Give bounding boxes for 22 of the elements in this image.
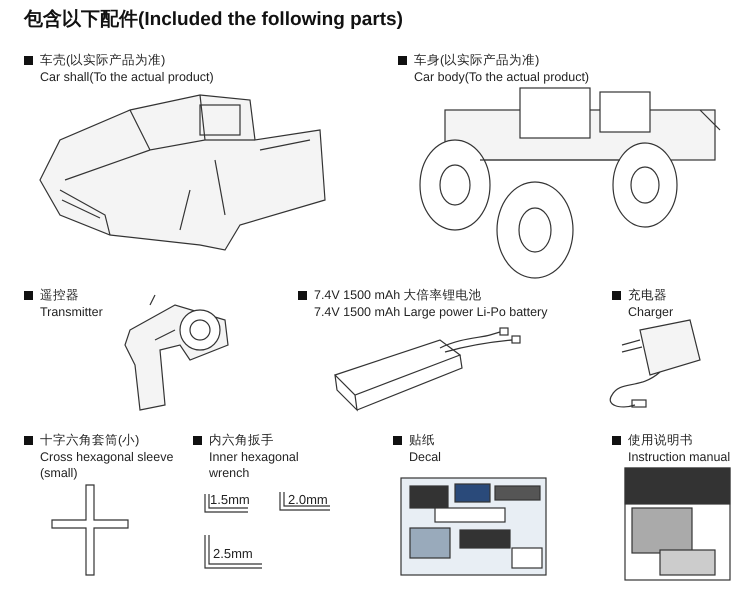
caption-text: Car shall(To the actual product) (40, 69, 215, 85)
caption-text: 7.4V 1500 mAh 大倍率锂电池 (314, 287, 483, 303)
caption-text: 遥控器 (40, 287, 80, 303)
caption-text: 贴纸 (409, 432, 436, 448)
size-label: 1.5mm (210, 492, 250, 508)
caption-text: Charger (628, 304, 674, 320)
caption-text: 7.4V 1500 mAh Large power Li-Po battery (314, 304, 548, 320)
caption-text: 充电器 (628, 287, 668, 303)
caption-text: Transmitter (40, 304, 104, 320)
caption-text: 使用说明书 (628, 432, 694, 448)
size-label: 2.0mm (288, 492, 328, 508)
caption-text: Car body(To the actual product) (414, 69, 590, 85)
caption-text: 车壳(以实际产品为准) (40, 52, 166, 68)
size-label: 2.5mm (213, 546, 253, 562)
caption-text: Instruction manual (628, 449, 732, 465)
caption-text: Decal (409, 449, 442, 465)
caption-text: 车身(以实际产品为准) (414, 52, 540, 68)
caption-text: 十字六角套筒(小) (40, 432, 140, 448)
caption-text: Cross hexagonal sleeve (small) (40, 449, 174, 481)
title: 包含以下配件(Included the following parts) (24, 8, 403, 32)
caption-text: Inner hexagonal wrench (209, 449, 300, 481)
caption-text: 内六角扳手 (209, 432, 275, 448)
